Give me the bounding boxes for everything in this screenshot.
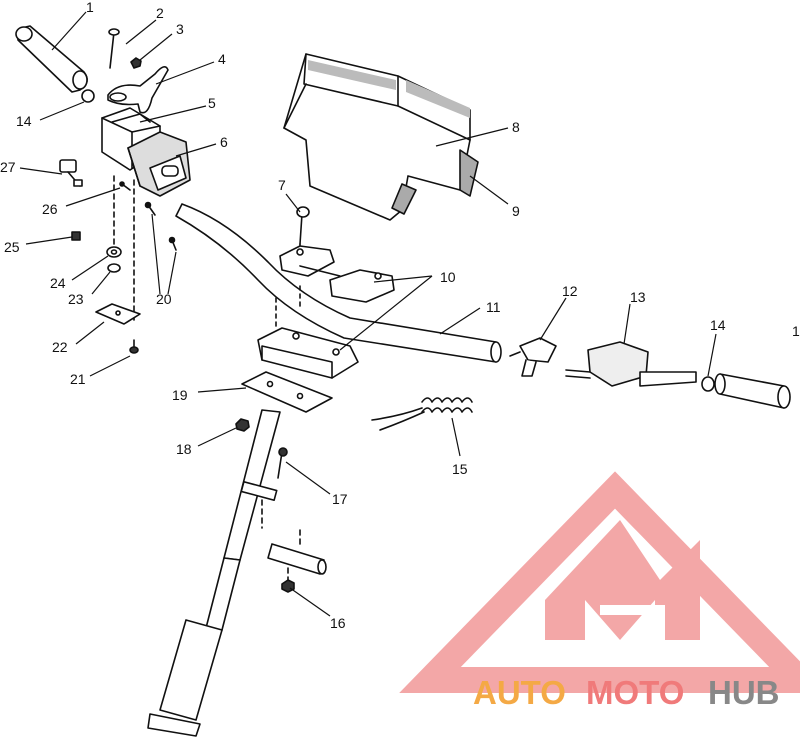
callout-22: 22 <box>52 339 68 355</box>
part-bolt <box>108 28 120 69</box>
callout-26: 26 <box>42 201 58 217</box>
callout-10: 10 <box>440 269 456 285</box>
callout-2: 2 <box>156 5 164 21</box>
part-coiled-cable <box>371 397 473 431</box>
part-mount-plate <box>241 371 333 413</box>
part-cable-clamp <box>59 159 83 187</box>
part-cover-8 <box>283 53 471 221</box>
part-cover-9 <box>391 149 479 215</box>
callout-3: 3 <box>176 21 184 37</box>
callout-5: 5 <box>208 95 216 111</box>
logo-g-shape <box>560 605 665 660</box>
watermark-hub: HUB <box>708 674 780 711</box>
bar-center-guides <box>275 285 301 331</box>
callout-24: 24 <box>50 275 66 291</box>
callout-21: 21 <box>70 371 86 387</box>
callout-4: 4 <box>218 51 226 67</box>
callout-20: 20 <box>156 291 172 307</box>
part-nut-small <box>130 57 142 69</box>
callout-16: 16 <box>330 615 346 631</box>
part-handlebar <box>175 203 502 363</box>
part-clamp-upper <box>279 245 395 303</box>
watermark-logo <box>399 471 800 693</box>
callouts: 1 2 3 4 5 6 7 8 9 10 11 12 13 14 1 14 15… <box>0 0 800 631</box>
callout-27: 27 <box>0 159 16 175</box>
part-bolt-17 <box>277 447 288 479</box>
left-cluster-guides <box>113 175 135 321</box>
callout-9: 9 <box>512 203 520 219</box>
part-clamp-lower <box>257 327 359 379</box>
part-left-grip <box>15 25 88 93</box>
callout-19: 19 <box>172 387 188 403</box>
part-washer-23 <box>107 263 121 273</box>
column-guides <box>261 499 301 581</box>
watermark-auto: AUTO <box>473 674 566 711</box>
callout-1-right: 1 <box>792 323 800 339</box>
watermark-moto: MOTO <box>586 674 684 711</box>
callout-15: 15 <box>452 461 468 477</box>
part-throttle-lever <box>107 66 169 114</box>
callout-25: 25 <box>4 239 20 255</box>
leader-lines <box>19 11 717 617</box>
part-sleeve <box>267 543 327 575</box>
part-screws-20 <box>144 201 177 251</box>
callout-18: 18 <box>176 441 192 457</box>
callout-13: 13 <box>630 289 646 305</box>
callout-14-right: 14 <box>710 317 726 333</box>
part-end-washer-left <box>81 89 95 103</box>
watermark-wordmark: AUTO MOTO HUB <box>473 674 780 711</box>
part-end-washer-right <box>701 376 715 392</box>
part-screw-21 <box>129 339 139 354</box>
part-washer-24 <box>106 246 122 258</box>
callout-11: 11 <box>486 299 501 315</box>
callout-12: 12 <box>562 283 578 299</box>
part-steering-column <box>147 409 281 737</box>
part-nut-25 <box>71 231 81 241</box>
callout-17: 17 <box>332 491 348 507</box>
callout-23: 23 <box>68 291 84 307</box>
callout-1: 1 <box>86 0 94 15</box>
callout-14-left: 14 <box>16 113 32 129</box>
part-right-grip <box>714 373 791 409</box>
part-switch-housing <box>127 131 191 197</box>
callout-6: 6 <box>220 134 228 150</box>
callout-8: 8 <box>512 119 520 135</box>
logo-triangle-outer <box>399 471 800 693</box>
part-brake-lever <box>565 341 697 387</box>
callout-7: 7 <box>278 177 286 193</box>
part-brake-switch <box>509 337 557 377</box>
part-screw-26 <box>119 181 131 191</box>
part-plate-22 <box>95 303 141 325</box>
part-nut-18 <box>235 418 250 432</box>
